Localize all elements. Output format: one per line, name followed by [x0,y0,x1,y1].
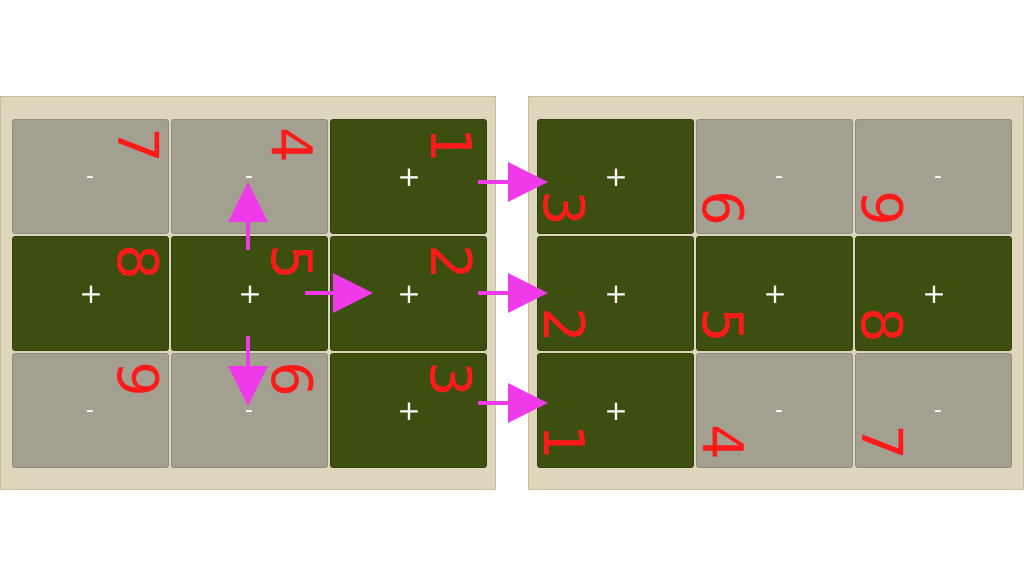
cell-number: 4 [688,424,754,460]
cell-sign: + [604,394,628,427]
cell-number: 6 [257,361,323,397]
cell-sign: + [79,277,103,310]
right-cell-8[interactable]: - 4 [688,353,853,468]
cell-sign: - [775,398,783,423]
right-cell-9[interactable]: - 7 [847,353,1012,468]
cell-sign: + [763,277,787,310]
cell-number: 3 [529,190,595,226]
right-cell-3[interactable]: - 9 [847,119,1012,234]
right-cell-1[interactable]: + 3 [529,119,694,234]
left-cell-7[interactable]: - 9 [12,353,169,468]
left-cell-1[interactable]: - 7 [12,119,169,234]
left-board: - 7 - 4 + 1 + 8 + 5 + 2 - 9 - 6 + 3 [0,96,496,490]
left-cell-9[interactable]: + 3 [330,353,487,468]
cell-number: 7 [847,424,913,460]
cell-sign: - [86,164,94,189]
cell-number: 7 [103,127,169,163]
cell-sign: - [245,398,253,423]
cell-number: 6 [688,190,754,226]
cell-number: 4 [257,127,323,163]
right-board: + 3 - 6 - 9 + 2 + 5 + 8 + 1 - 4 - 7 [528,96,1024,490]
cell-sign: + [604,277,628,310]
cell-number: 3 [416,361,482,397]
cell-sign: - [934,398,942,423]
cell-number: 5 [688,307,754,343]
cell-number: 9 [847,190,913,226]
cell-sign: + [604,160,628,193]
cell-sign: + [238,277,262,310]
cell-sign: - [86,398,94,423]
cell-number: 9 [103,361,169,397]
left-cell-6[interactable]: + 2 [330,236,487,351]
cell-number: 8 [103,244,169,280]
right-cell-5[interactable]: + 5 [688,236,853,351]
left-cell-5[interactable]: + 5 [171,236,328,351]
cell-number: 1 [529,424,595,460]
cell-number: 8 [847,307,913,343]
cell-sign: - [934,164,942,189]
cell-sign: + [922,277,946,310]
cell-number: 2 [416,244,482,280]
right-cell-2[interactable]: - 6 [688,119,853,234]
right-cell-6[interactable]: + 8 [847,236,1012,351]
left-cell-2[interactable]: - 4 [171,119,328,234]
left-cell-4[interactable]: + 8 [12,236,169,351]
cell-sign: + [397,160,421,193]
cell-number: 2 [529,307,595,343]
cell-sign: - [245,164,253,189]
right-cell-4[interactable]: + 2 [529,236,694,351]
cell-number: 1 [416,127,482,163]
cell-sign: + [397,394,421,427]
cell-number: 5 [257,244,323,280]
cell-sign: - [775,164,783,189]
left-cell-3[interactable]: + 1 [330,119,487,234]
right-cell-7[interactable]: + 1 [529,353,694,468]
left-cell-8[interactable]: - 6 [171,353,328,468]
cell-sign: + [397,277,421,310]
